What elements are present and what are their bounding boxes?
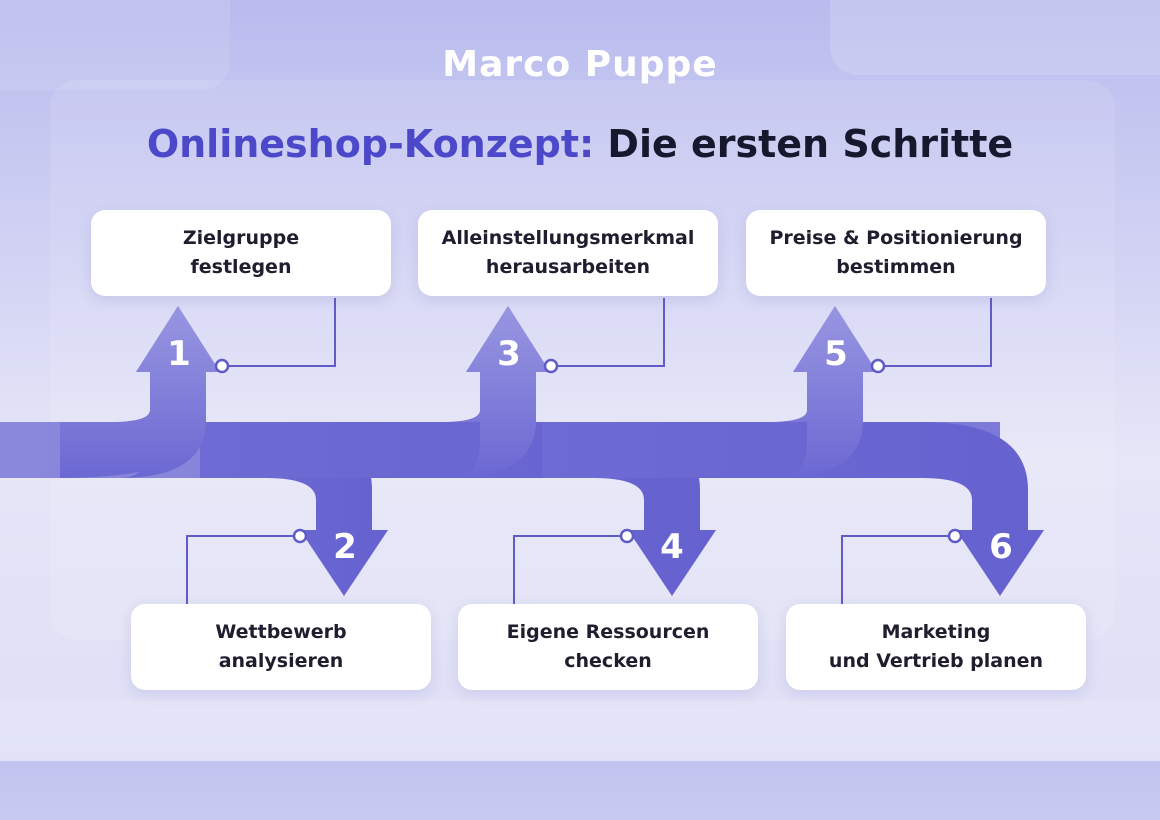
page-title: Onlineshop-Konzept: Die ersten Schritte	[0, 122, 1160, 166]
connector-line-step-4	[513, 535, 627, 604]
connector-line-step-6	[841, 535, 955, 604]
title-accent: Onlineshop-Konzept:	[146, 122, 595, 166]
up-arrow-head-step-3	[450, 306, 550, 478]
step-4-number: 4	[660, 527, 684, 567]
step-5-number: 5	[824, 334, 848, 374]
connector-node-step-1	[214, 358, 230, 374]
background-panel-center	[50, 80, 1115, 640]
step-4-line-2: checken	[564, 650, 652, 672]
step-6-line-1: Marketing	[881, 621, 991, 643]
step-4-card: Eigene Ressourcen checken	[458, 604, 758, 690]
step-2-number: 2	[333, 527, 357, 567]
up-arrow-head-step-1	[120, 306, 220, 478]
down-arrow-step-6	[542, 422, 1044, 596]
step-5-card: Preise & Positionierung bestimmen	[746, 210, 1046, 296]
connector-node-step-4	[619, 528, 635, 544]
connector-node-step-2	[292, 528, 308, 544]
background-panel-left	[0, 0, 230, 90]
step-4-line-1: Eigene Ressourcen	[506, 621, 710, 643]
step-5-line-2: bestimmen	[836, 256, 956, 278]
brand-logo: Marco Puppe	[442, 44, 718, 85]
connector-line-step-5	[878, 298, 992, 367]
up-arrow-head-step-5	[777, 306, 877, 478]
connector-node-step-6	[947, 528, 963, 544]
process-arrows-diagram	[0, 298, 1044, 604]
connector-node-step-3	[543, 358, 559, 374]
step-3-line-1: Alleinstellungsmerkmal	[441, 227, 695, 249]
background-panel-right	[830, 0, 1160, 75]
step-2-card: Wettbewerb analysieren	[131, 604, 431, 690]
step-3-card: Alleinstellungsmerkmal herausarbeiten	[418, 210, 718, 296]
step-2-line-2: analysieren	[218, 650, 344, 672]
connector-node-step-5	[870, 358, 886, 374]
connector-line-step-3	[551, 298, 665, 367]
step-5-line-1: Preise & Positionierung	[769, 227, 1023, 249]
step-3-line-2: herausarbeiten	[485, 256, 651, 278]
step-6-number: 6	[989, 527, 1013, 567]
step-6-card: Marketing und Vertrieb planen	[786, 604, 1086, 690]
step-1-line-1: Zielgruppe	[182, 227, 300, 249]
step-6-line-2: und Vertrieb planen	[828, 650, 1044, 672]
step-1-number: 1	[167, 334, 191, 374]
connector-line-step-2	[186, 535, 300, 604]
step-1-line-2: festlegen	[190, 256, 292, 278]
step-2-line-1: Wettbewerb	[215, 621, 347, 643]
connector-line-step-1	[222, 298, 336, 367]
step-1-card: Zielgruppe festlegen	[91, 210, 391, 296]
title-rest: Die ersten Schritte	[607, 122, 1014, 166]
step-3-number: 3	[497, 334, 521, 374]
